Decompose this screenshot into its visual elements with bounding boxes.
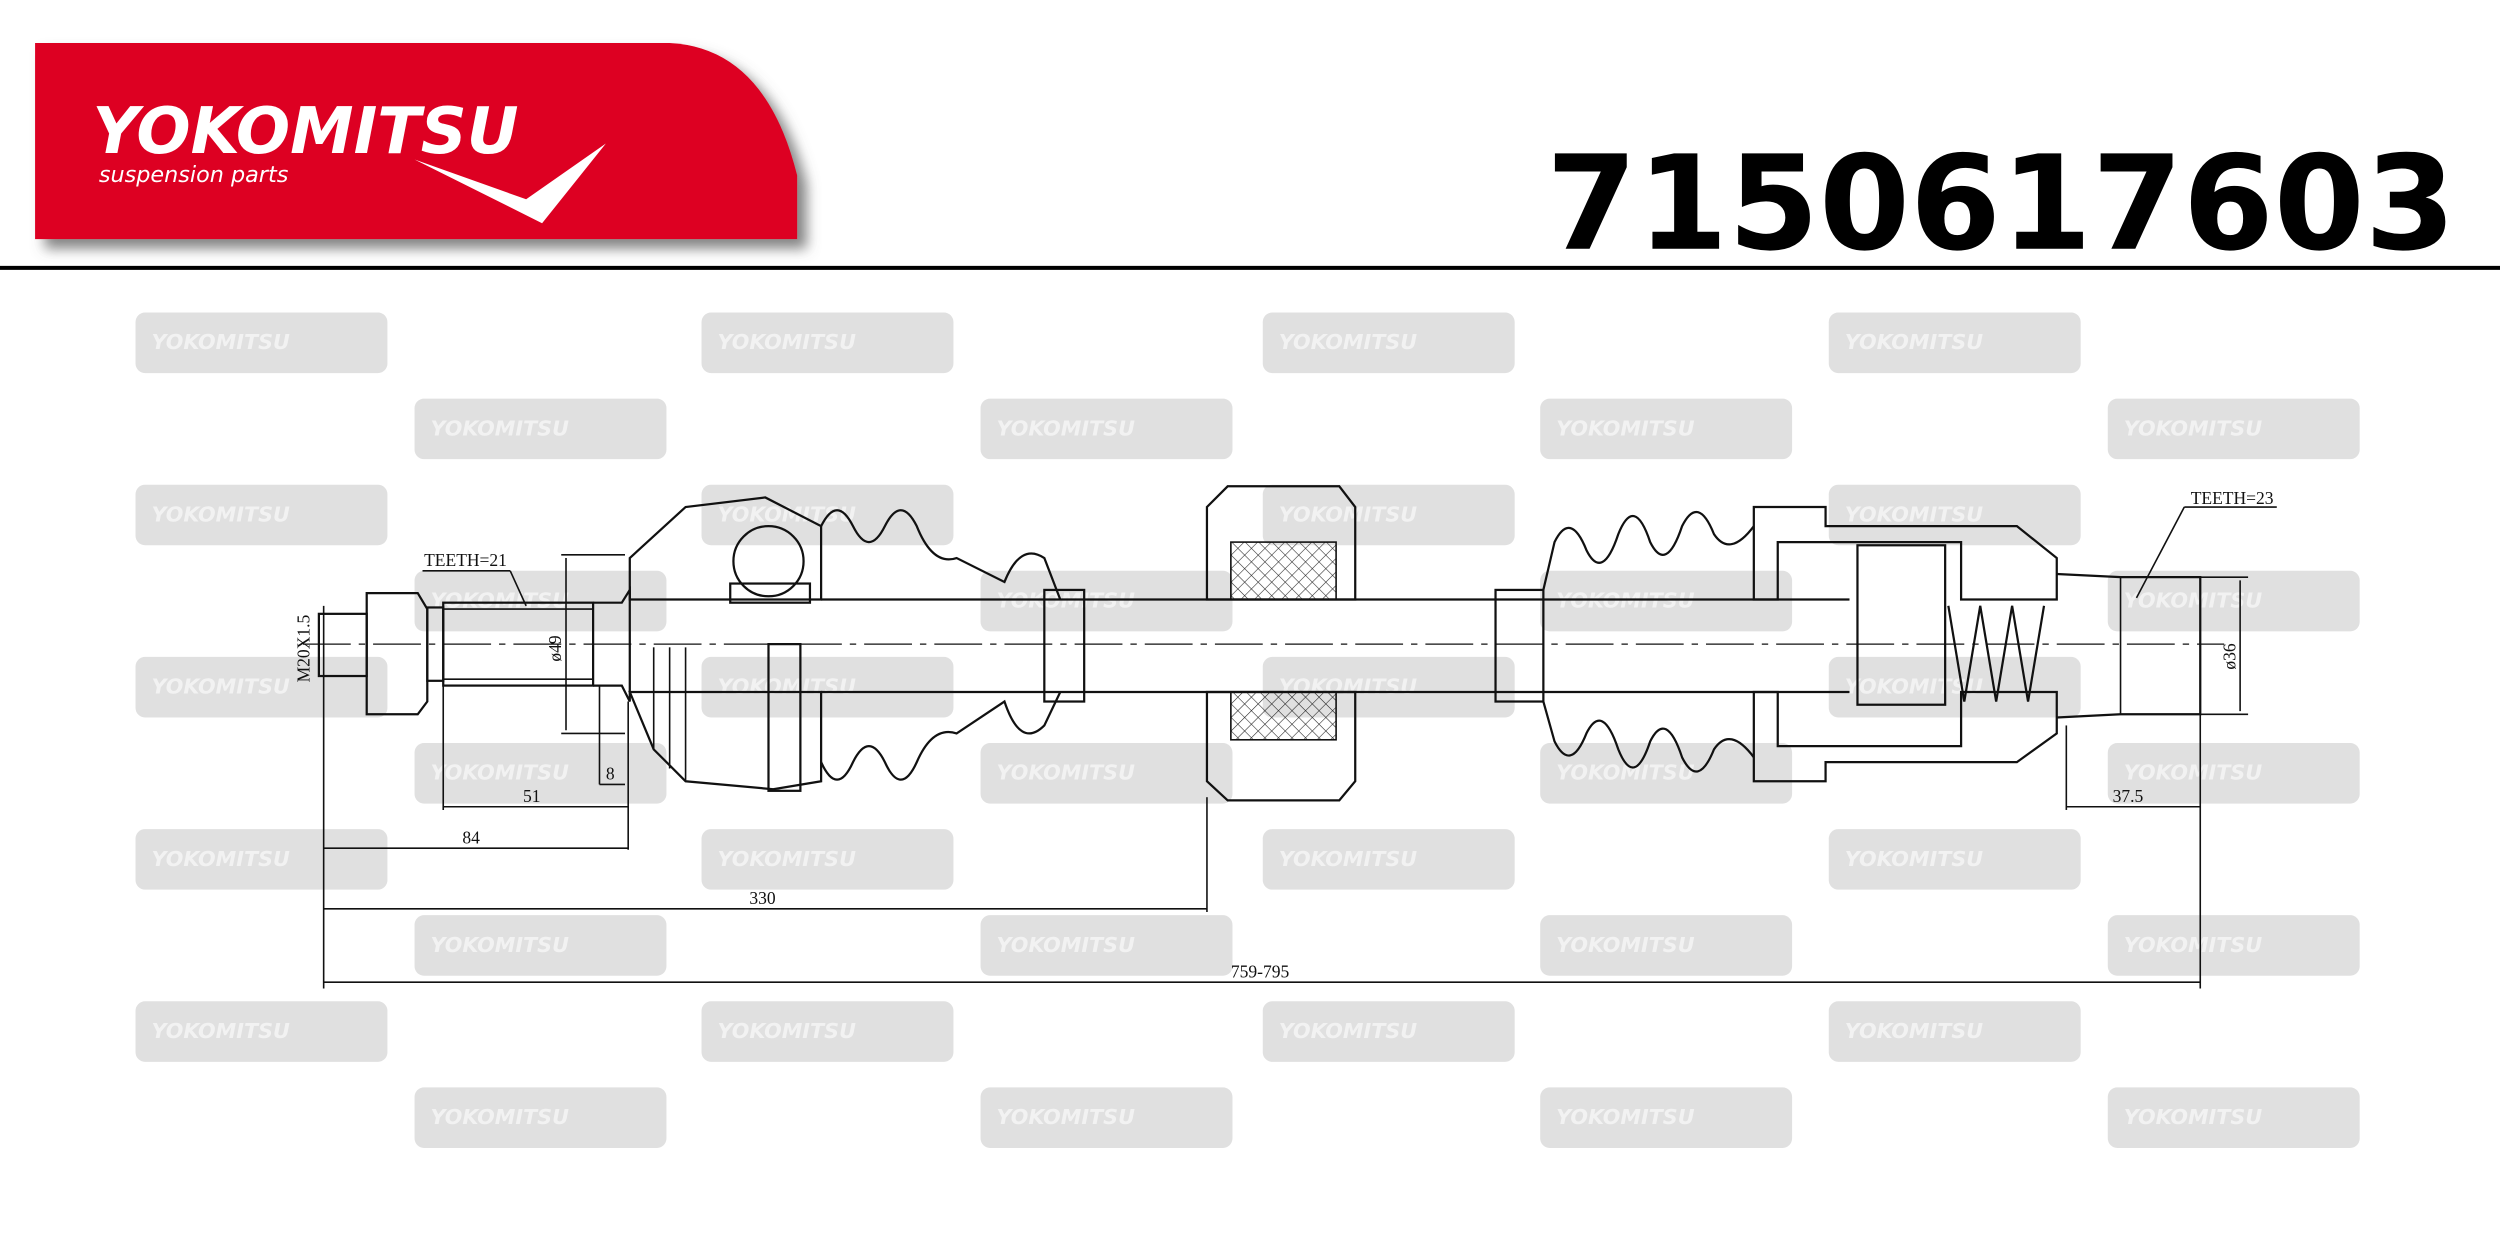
watermark-logo: YOKOMITSU bbox=[980, 570, 1233, 632]
svg-text:YOKOMITSU: YOKOMITSU bbox=[1845, 1019, 1984, 1043]
dim-84: 84 bbox=[462, 827, 480, 847]
watermark-logo: YOKOMITSU bbox=[2107, 915, 2360, 976]
tripod bbox=[1856, 544, 1947, 706]
dimension-lines bbox=[322, 506, 2277, 989]
watermark-logo: YOKOMITSU bbox=[1262, 1001, 1515, 1062]
spring bbox=[1947, 605, 2046, 702]
spline-left bbox=[442, 601, 595, 687]
left-boot bbox=[820, 509, 1062, 600]
watermark-logo: YOKOMITSU bbox=[1262, 484, 1515, 546]
watermark-logo: YOKOMITSU bbox=[414, 915, 667, 976]
svg-text:YOKOMITSU: YOKOMITSU bbox=[717, 675, 856, 699]
watermark-logo: YOKOMITSU bbox=[1540, 1087, 1793, 1148]
svg-text:YOKOMITSU: YOKOMITSU bbox=[2124, 588, 2263, 612]
svg-text:YOKOMITSU: YOKOMITSU bbox=[1845, 847, 1984, 871]
watermark-logo: YOKOMITSU bbox=[2107, 570, 2360, 632]
svg-text:YOKOMITSU: YOKOMITSU bbox=[717, 330, 856, 354]
right-boot bbox=[1542, 511, 1755, 591]
dim-8: 8 bbox=[606, 764, 615, 784]
watermark-logo: YOKOMITSU bbox=[2107, 742, 2360, 804]
teeth-left-label: TEETH=21 bbox=[424, 550, 507, 570]
svg-text:YOKOMITSU: YOKOMITSU bbox=[1279, 847, 1418, 871]
watermark-logo: YOKOMITSU bbox=[1262, 312, 1515, 374]
svg-text:YOKOMITSU: YOKOMITSU bbox=[996, 416, 1135, 440]
brand-name: YOKOMITSU bbox=[92, 95, 518, 169]
watermark-logo: YOKOMITSU bbox=[1540, 915, 1793, 976]
svg-text:YOKOMITSU: YOKOMITSU bbox=[996, 933, 1135, 957]
watermark-logo: YOKOMITSU bbox=[701, 312, 954, 374]
svg-text:YOKOMITSU: YOKOMITSU bbox=[1845, 502, 1984, 526]
watermark-logo: YOKOMITSU bbox=[135, 484, 388, 546]
svg-text:YOKOMITSU: YOKOMITSU bbox=[1845, 330, 1984, 354]
dim-51: 51 bbox=[523, 786, 541, 806]
svg-text:YOKOMITSU: YOKOMITSU bbox=[996, 761, 1135, 785]
watermark-logo: YOKOMITSU bbox=[701, 829, 954, 890]
brand-logo: YOKOMITSU suspension parts bbox=[35, 43, 798, 240]
svg-text:YOKOMITSU: YOKOMITSU bbox=[151, 847, 290, 871]
brand-tagline: suspension parts bbox=[99, 162, 289, 188]
thread-label: M20X1.5 bbox=[293, 615, 313, 683]
svg-text:YOKOMITSU: YOKOMITSU bbox=[151, 330, 290, 354]
watermark-logo: YOKOMITSU bbox=[1828, 312, 2081, 374]
dim-37-5: 37.5 bbox=[2113, 786, 2144, 806]
svg-text:YOKOMITSU: YOKOMITSU bbox=[430, 761, 569, 785]
svg-text:YOKOMITSU: YOKOMITSU bbox=[717, 1019, 856, 1043]
svg-text:YOKOMITSU: YOKOMITSU bbox=[151, 1019, 290, 1043]
svg-text:YOKOMITSU: YOKOMITSU bbox=[430, 416, 569, 440]
watermark-logo: YOKOMITSU bbox=[414, 742, 667, 804]
watermark-logo: YOKOMITSU bbox=[414, 1087, 667, 1148]
svg-text:YOKOMITSU: YOKOMITSU bbox=[1279, 330, 1418, 354]
svg-text:YOKOMITSU: YOKOMITSU bbox=[996, 1105, 1135, 1129]
watermark-logo: YOKOMITSU bbox=[2107, 398, 2360, 460]
svg-text:YOKOMITSU: YOKOMITSU bbox=[717, 847, 856, 871]
watermark-logo: YOKOMITSU bbox=[1828, 1001, 2081, 1062]
watermark-logo: YOKOMITSU bbox=[701, 656, 954, 718]
svg-text:YOKOMITSU: YOKOMITSU bbox=[1279, 502, 1418, 526]
watermark-logo: YOKOMITSU bbox=[135, 656, 388, 718]
watermark-logo: YOKOMITSU bbox=[1828, 829, 2081, 890]
watermark-logo: YOKOMITSU bbox=[1828, 484, 2081, 546]
watermark-logo: YOKOMITSU bbox=[1828, 656, 2081, 718]
axle-drawing: TEETH=21 M20X1.5 ø49 8 51 84 330 759-795… bbox=[293, 485, 2277, 989]
watermark-logo: YOKOMITSU bbox=[2107, 1087, 2360, 1148]
teeth-right-label: TEETH=23 bbox=[2191, 488, 2274, 508]
svg-text:YOKOMITSU: YOKOMITSU bbox=[2124, 761, 2263, 785]
svg-text:YOKOMITSU: YOKOMITSU bbox=[2124, 416, 2263, 440]
svg-text:YOKOMITSU: YOKOMITSU bbox=[151, 675, 290, 699]
svg-text:YOKOMITSU: YOKOMITSU bbox=[151, 502, 290, 526]
watermark-logo: YOKOMITSU bbox=[135, 829, 388, 890]
svg-text:YOKOMITSU: YOKOMITSU bbox=[430, 1105, 569, 1129]
dim-330: 330 bbox=[749, 888, 776, 908]
hub-nut bbox=[365, 591, 429, 716]
part-number: 7150617603 bbox=[1546, 128, 2456, 280]
watermark-logo: YOKOMITSU bbox=[1540, 398, 1793, 460]
watermark-logo: YOKOMITSU bbox=[980, 915, 1233, 976]
svg-text:YOKOMITSU: YOKOMITSU bbox=[1279, 1019, 1418, 1043]
svg-text:YOKOMITSU: YOKOMITSU bbox=[717, 502, 856, 526]
svg-text:YOKOMITSU: YOKOMITSU bbox=[1556, 761, 1695, 785]
svg-text:YOKOMITSU: YOKOMITSU bbox=[1556, 416, 1695, 440]
diameter-right-label: ø36 bbox=[2219, 643, 2239, 670]
watermark-logo: YOKOMITSU bbox=[980, 398, 1233, 460]
svg-text:YOKOMITSU: YOKOMITSU bbox=[430, 933, 569, 957]
watermark-logo: YOKOMITSU bbox=[135, 312, 388, 374]
spline-right bbox=[2056, 572, 2202, 719]
watermark-logo: YOKOMITSU bbox=[1262, 829, 1515, 890]
watermark-logo: YOKOMITSU bbox=[135, 1001, 388, 1062]
diameter-left-label: ø49 bbox=[545, 635, 565, 662]
watermark-logo: YOKOMITSU bbox=[980, 742, 1233, 804]
inner-cv-housing bbox=[1752, 505, 2058, 601]
watermark-grid: YOKOMITSU YOKOMITSU YOKOMITSU YOKOMITSU YOKO… bbox=[135, 312, 2360, 1148]
dim-total: 759-795 bbox=[1231, 961, 1290, 981]
damper bbox=[1205, 485, 1357, 601]
watermark-logo: YOKOMITSU bbox=[980, 1087, 1233, 1148]
watermark-logo: YOKOMITSU bbox=[414, 398, 667, 460]
svg-text:YOKOMITSU: YOKOMITSU bbox=[2124, 1105, 2263, 1129]
watermark-logo: YOKOMITSU bbox=[701, 1001, 954, 1062]
svg-text:YOKOMITSU: YOKOMITSU bbox=[1556, 1105, 1695, 1129]
svg-text:YOKOMITSU: YOKOMITSU bbox=[1556, 933, 1695, 957]
cv-ball bbox=[732, 525, 805, 598]
watermark-logo: YOKOMITSU bbox=[1540, 742, 1793, 804]
svg-text:YOKOMITSU: YOKOMITSU bbox=[2124, 933, 2263, 957]
